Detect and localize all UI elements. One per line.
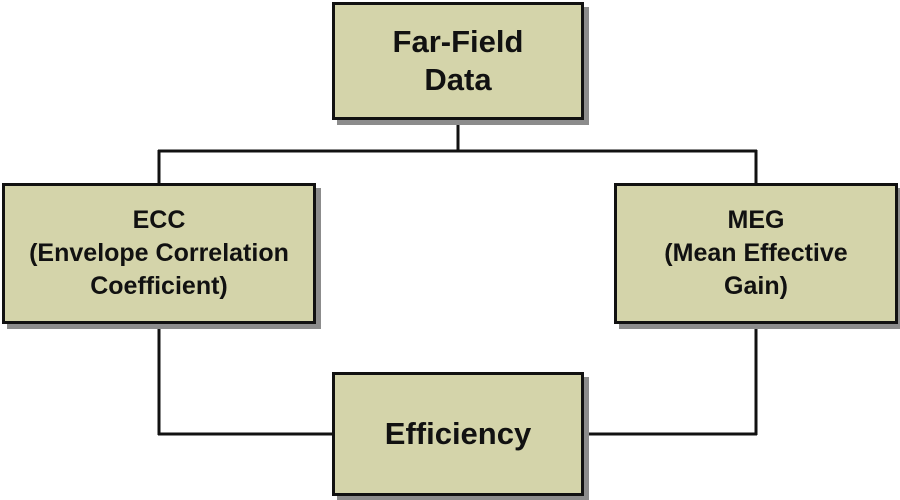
node-efficiency: Efficiency xyxy=(332,372,584,496)
node-far-field-data-label: Far-Field Data xyxy=(392,24,524,97)
node-efficiency-label: Efficiency xyxy=(384,416,532,451)
node-meg-label: MEG (Mean Effective Gain) xyxy=(664,206,848,300)
node-ecc: ECC (Envelope Correlation Coefficient) xyxy=(2,183,316,324)
node-far-field-data: Far-Field Data xyxy=(332,2,584,120)
node-ecc-label: ECC (Envelope Correlation Coefficient) xyxy=(29,206,289,300)
node-meg: MEG (Mean Effective Gain) xyxy=(614,183,898,324)
